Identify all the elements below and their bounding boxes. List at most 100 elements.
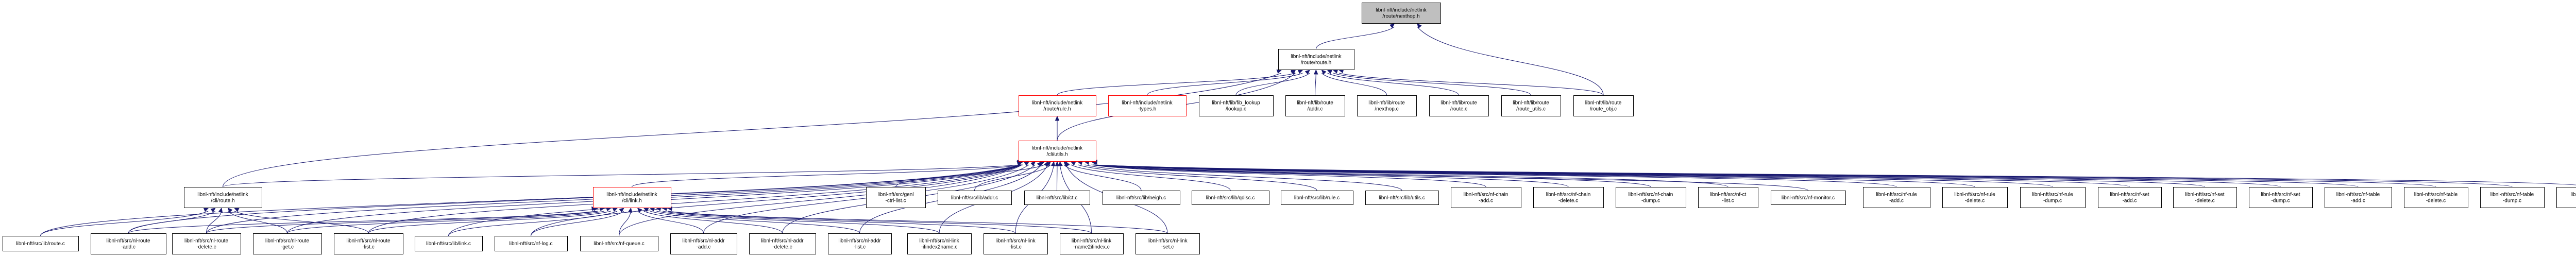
node-table-add[interactable]: libnl-nft/src/nf-table-add.c xyxy=(2325,187,2392,208)
node-label: libnl-nft/src/nl-link xyxy=(1147,238,1188,244)
node-rule-h[interactable]: libnl-nft/include/netlink/route/rule.h xyxy=(1019,95,1096,116)
node-label: -types.h xyxy=(1138,107,1157,112)
node-label: libnl-nft/src/genl xyxy=(877,192,913,198)
arrowhead-icon xyxy=(233,208,240,212)
node-box xyxy=(1192,191,1269,205)
node-box xyxy=(1108,95,1187,116)
arrowhead-icon xyxy=(1389,23,1395,28)
node-src-lib-link[interactable]: libnl-nft/src/lib/link.c xyxy=(415,236,483,251)
node-lib-qdisc[interactable]: libnl-nft/src/lib/qdisc.c xyxy=(1192,191,1269,205)
node-label: libnl-nft/src/nf-chain xyxy=(1546,192,1591,198)
node-box xyxy=(1451,187,1521,208)
arrowhead-icon xyxy=(1065,161,1070,167)
node-label: libnl-nft/src/lib/neigh.c xyxy=(1116,195,1166,201)
node-box xyxy=(184,187,262,208)
node-lib-addr[interactable]: libnl-nft/src/lib/addr.c xyxy=(938,191,1012,205)
node-cli-link-h[interactable]: libnl-nft/include/netlink/cli/link.h xyxy=(593,187,671,208)
node-addr-c[interactable]: libnl-nft/lib/route/addr.c xyxy=(1285,95,1345,116)
node-nl-link-name2ifindex[interactable]: libnl-nft/src/nl-link-name2ifindex.c xyxy=(1060,233,1124,254)
node-nf-queue[interactable]: libnl-nft/src/nf-queue.c xyxy=(580,236,658,251)
edge-nf-log-to-cli-link-h xyxy=(531,211,624,236)
node-nl-route-add[interactable]: libnl-nft/src/nl-route-add.c xyxy=(91,233,166,254)
node-box xyxy=(1278,49,1354,70)
arrowhead-icon xyxy=(1321,70,1327,75)
node-label: -delete.c xyxy=(1965,198,1985,204)
node-nl-route-delete[interactable]: libnl-nft/src/nl-route-delete.c xyxy=(172,233,241,254)
nodes-layer: libnl-nft/include/netlink/route/nexthop.… xyxy=(3,3,2576,254)
node-lib-ct[interactable]: libnl-nft/src/lib/ct.c xyxy=(1024,191,1090,205)
node-nexthop-c[interactable]: libnl-nft/lib/route/nexthop.c xyxy=(1357,95,1417,116)
node-label: -list.c xyxy=(854,245,866,250)
node-label: /route_obj.c xyxy=(1590,107,1617,112)
node-nl-addr-add[interactable]: libnl-nft/src/nl-addr-add.c xyxy=(670,233,737,254)
node-chain-delete[interactable]: libnl-nft/src/nf-chain-delete.c xyxy=(1533,187,1604,208)
node-label: /route_utils.c xyxy=(1516,107,1546,112)
node-route-utils-c[interactable]: libnl-nft/lib/route/route_utils.c xyxy=(1501,95,1561,116)
node-label: /route.c xyxy=(1450,107,1467,112)
node-label: libnl-nft/src/nf-set xyxy=(2185,192,2224,198)
arrowhead-icon xyxy=(1297,70,1303,74)
node-utils-h[interactable]: libnl-nft/include/netlink/cli/utils.h xyxy=(1019,141,1096,162)
arrowhead-icon xyxy=(1327,70,1333,74)
node-lookup-c[interactable]: libnl-nft/lib/fib_lookup/lookup.c xyxy=(1199,95,1274,116)
node-lib-neigh[interactable]: libnl-nft/src/lib/neigh.c xyxy=(1103,191,1180,205)
node-table-dump[interactable]: libnl-nft/src/nf-table-dump.c xyxy=(2480,187,2545,208)
node-label: libnl-nft/src/lib/link.c xyxy=(426,241,471,247)
node-label: /route/route.h xyxy=(1301,60,1331,66)
node-nl-link-ifindex2name[interactable]: libnl-nft/src/nl-link-ifindex2name.c xyxy=(907,233,972,254)
node-cli-route-h[interactable]: libnl-nft/include/netlink/cli/route.h xyxy=(184,187,262,208)
node-nl-route-list[interactable]: libnl-nft/src/nl-route-list.c xyxy=(334,233,403,254)
node-route-h[interactable]: libnl-nft/include/netlink/route/route.h xyxy=(1278,49,1354,70)
arrowhead-icon xyxy=(1017,161,1023,166)
node-label: -list.c xyxy=(1009,245,1021,250)
node-route-obj-c[interactable]: libnl-nft/lib/route/route_obj.c xyxy=(1573,95,1634,116)
node-table-delete[interactable]: libnl-nft/src/nf-table-delete.c xyxy=(2404,187,2468,208)
node-src-lib-route[interactable]: libnl-nft/src/lib/route.c xyxy=(3,236,79,251)
node-chain-add[interactable]: libnl-nft/src/nf-chain-add.c xyxy=(1451,187,1521,208)
arrowhead-icon xyxy=(227,208,233,213)
node-chain-dump[interactable]: libnl-nft/src/nf-chain-dump.c xyxy=(1616,187,1686,208)
node-genl-ctrl-list[interactable]: libnl-nft/src/genl-ctrl-list.c xyxy=(866,187,926,208)
node-rule-delete[interactable]: libnl-nft/src/nf-rule-delete.c xyxy=(1942,187,2008,208)
node-nl-link-set[interactable]: libnl-nft/src/nl-link-set.c xyxy=(1136,233,1200,254)
node-set-delete[interactable]: libnl-nft/src/nf-set-delete.c xyxy=(2173,187,2237,208)
edge-nl-route-list-to-cli-route-h xyxy=(234,211,369,234)
node-set-add[interactable]: libnl-nft/src/nf-set-add.c xyxy=(2098,187,2162,208)
node-label: -name2ifindex.c xyxy=(1073,245,1110,250)
edge-cli-route-h-to-utils-h xyxy=(223,164,1022,187)
node-ct-list[interactable]: libnl-nft/src/nf-ct-list.c xyxy=(1698,187,1758,208)
node-types-h[interactable]: libnl-nft/include/netlink-types.h xyxy=(1108,95,1187,116)
node-box xyxy=(1616,187,1686,208)
arrowhead-icon xyxy=(1024,161,1030,166)
edge-lookup-c-to-route-h xyxy=(1235,73,1310,96)
edge-route-obj-c-to-route-h xyxy=(1338,73,1604,96)
node-label: -dump.c xyxy=(2503,198,2521,204)
node-nl-route-get[interactable]: libnl-nft/src/nl-route-get.c xyxy=(253,233,322,254)
edge-chain-delete-to-utils-h xyxy=(1092,164,1569,187)
node-nl-addr-delete[interactable]: libnl-nft/src/nl-addr-delete.c xyxy=(749,233,816,254)
node-label: libnl-nft/lib/route xyxy=(1368,100,1405,106)
node-monitor[interactable]: libnl-nft/src/nf-monitor.c xyxy=(1771,191,1846,205)
node-label: libnl-nft/include/netlink xyxy=(1376,8,1427,13)
node-label: libnl-nft/src/nf-log.c xyxy=(510,241,553,247)
node-label: libnl-nft/src/nf-chain xyxy=(1464,192,1509,198)
node-fib-lookup[interactable]: libnl-nft/src/nl-fib-lookup.c xyxy=(2556,187,2576,208)
arrowhead-icon xyxy=(649,207,655,212)
node-lib-utils[interactable]: libnl-nft/src/lib/utils.c xyxy=(1365,191,1439,205)
node-box xyxy=(1199,95,1274,116)
node-label: /lookup.c xyxy=(1226,107,1246,112)
node-box xyxy=(91,233,166,254)
node-rule-add[interactable]: libnl-nft/src/nf-rule-add.c xyxy=(1863,187,1930,208)
node-route-c[interactable]: libnl-nft/lib/route/route.c xyxy=(1429,95,1489,116)
node-nl-link-list[interactable]: libnl-nft/src/nl-link-list.c xyxy=(984,233,1048,254)
edge-nl-addr-add-to-cli-link-h xyxy=(637,211,704,234)
node-box xyxy=(1103,191,1180,205)
node-lib-rule[interactable]: libnl-nft/src/lib/rule.c xyxy=(1281,191,1353,205)
node-nl-addr-list[interactable]: libnl-nft/src/nl-addr-list.c xyxy=(828,233,892,254)
node-rule-dump[interactable]: libnl-nft/src/nf-rule-dump.c xyxy=(2020,187,2086,208)
node-nf-log[interactable]: libnl-nft/src/nf-log.c xyxy=(495,236,568,251)
node-set-dump[interactable]: libnl-nft/src/nf-set-dump.c xyxy=(2249,187,2313,208)
node-nexthop-h[interactable]: libnl-nft/include/netlink/route/nexthop.… xyxy=(1362,3,1441,24)
arrowhead-icon xyxy=(1058,161,1063,167)
